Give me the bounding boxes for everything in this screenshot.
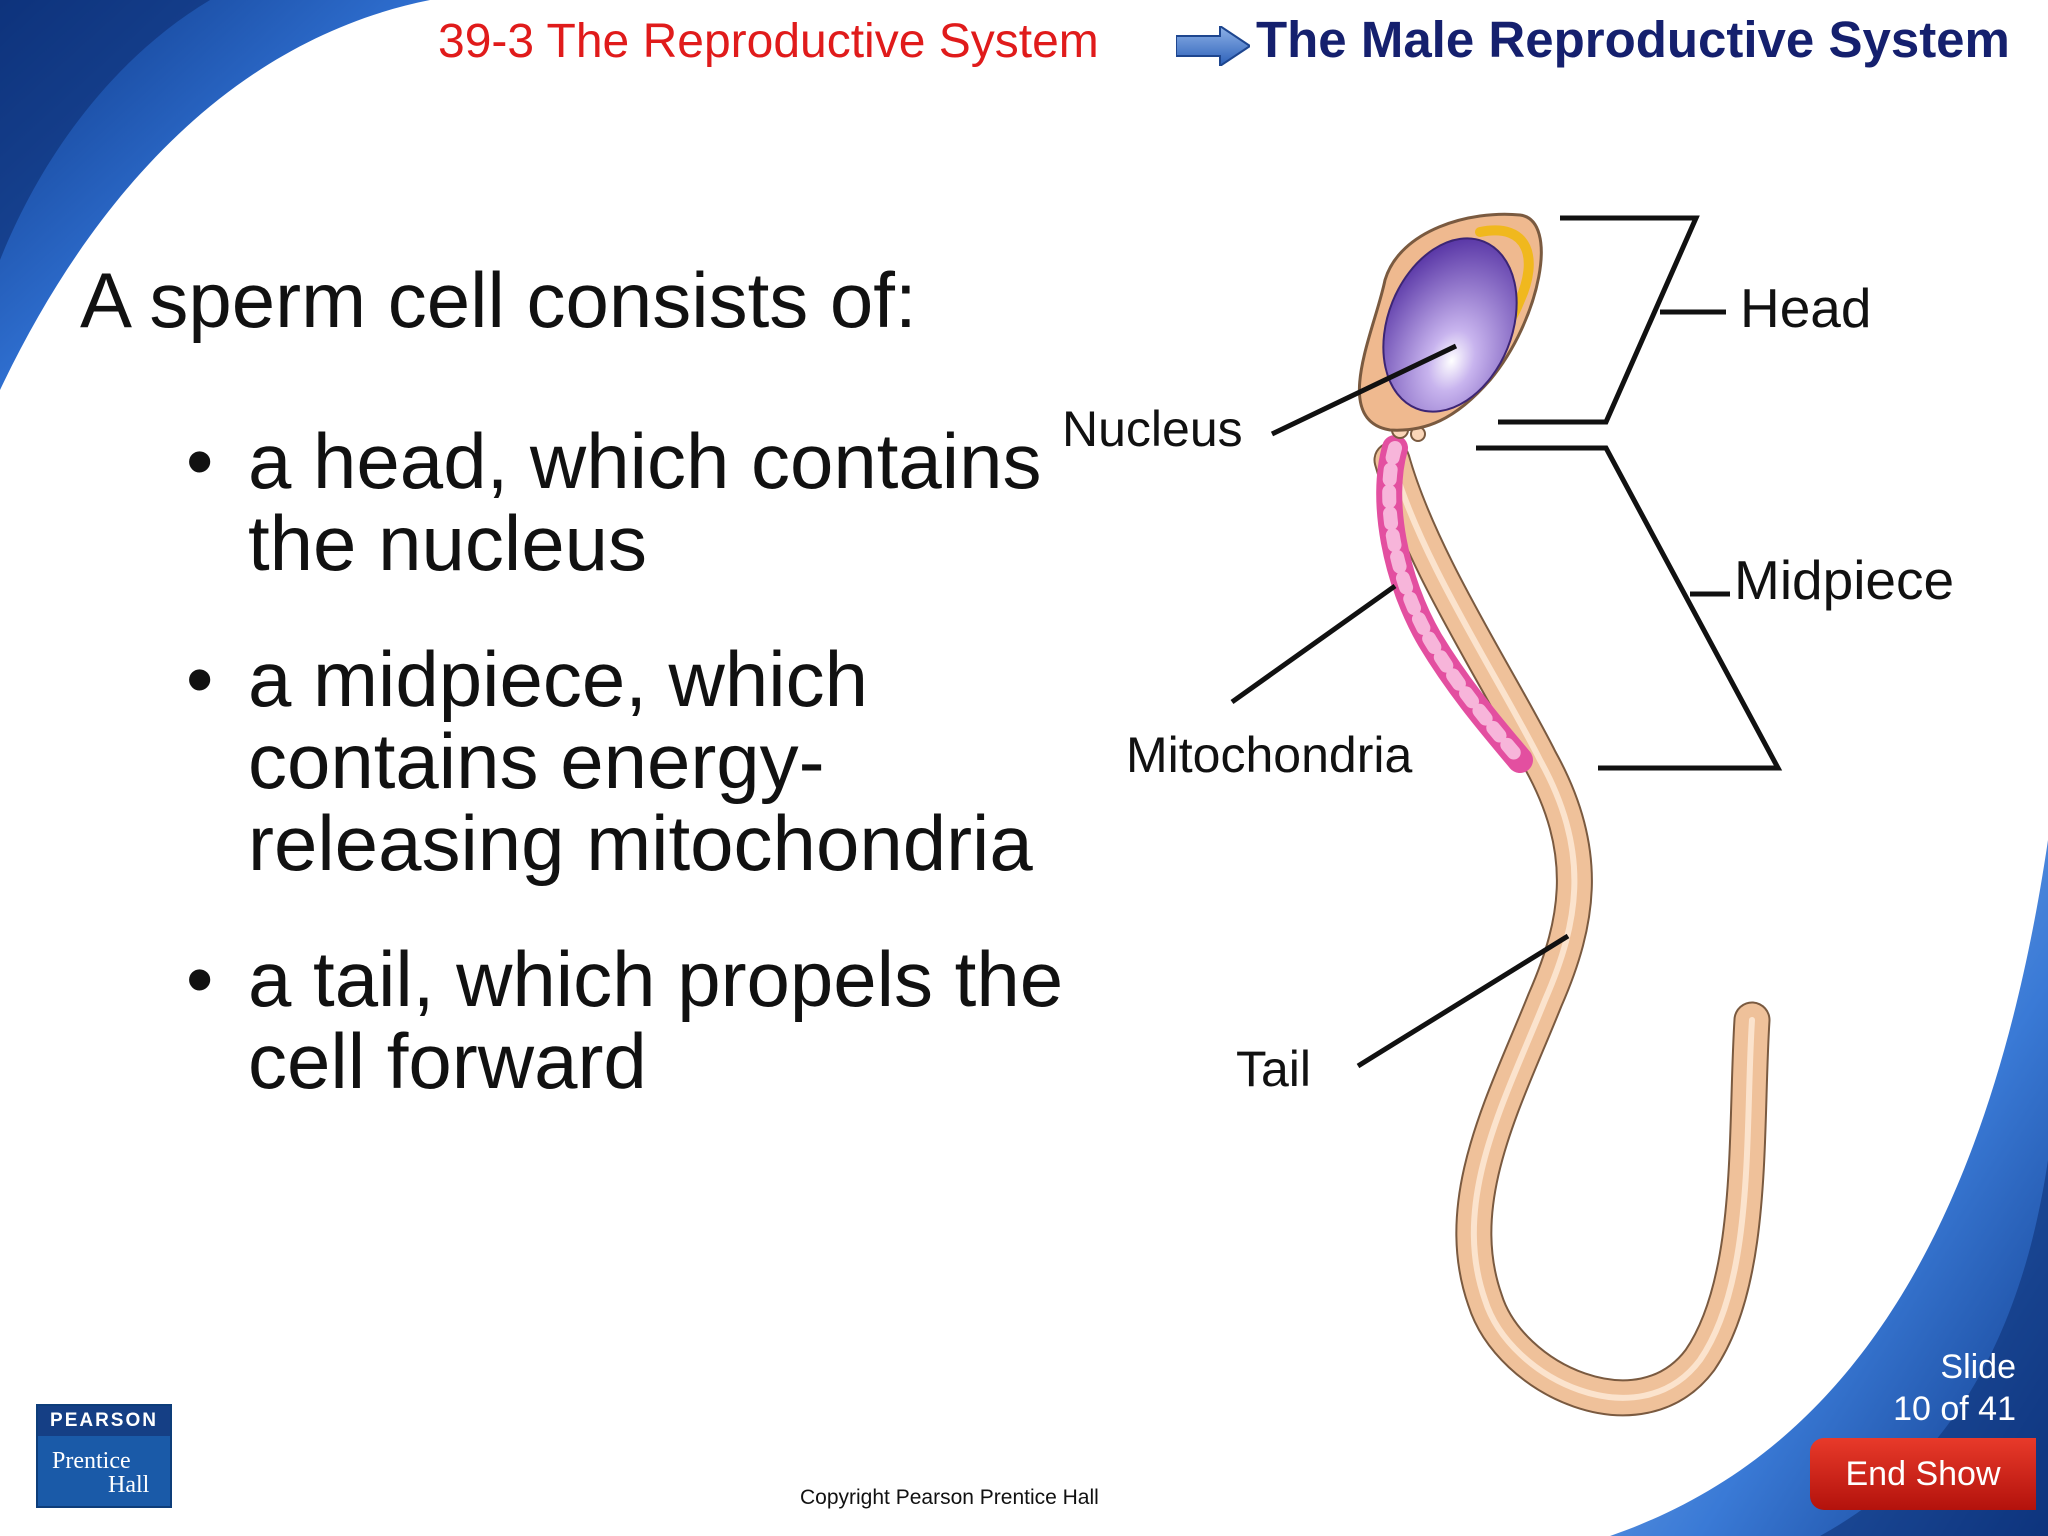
right-arrow-icon [1176, 26, 1250, 66]
logo-brand: PEARSON [38, 1406, 170, 1436]
tail-label: Tail [1236, 1041, 1312, 1097]
bullet-list: • a head, which contains the nucleus • a… [186, 420, 1078, 1156]
chapter-title: The Male Reproductive System [1256, 11, 2010, 68]
head-bracket [1498, 215, 1700, 425]
bullet-text: a midpiece, which contains energy-releas… [248, 635, 1033, 887]
sperm-tail [1373, 441, 1771, 1417]
bullet-symbol: • [186, 635, 214, 723]
slide-counter: Slide 10 of 41 [1893, 1346, 2016, 1430]
slide-word: Slide [1940, 1348, 2016, 1386]
bullet-item-midpiece: • a midpiece, which contains energy-rele… [186, 638, 1078, 884]
nucleus-label: Nucleus [1062, 401, 1243, 457]
slide-position: 10 of 41 [1893, 1390, 2016, 1428]
bullet-symbol: • [186, 417, 214, 505]
bullet-text: a tail, which propels the cell forward [248, 935, 1064, 1105]
mitochondria-label: Mitochondria [1126, 727, 1413, 783]
head-label: Head [1740, 277, 1872, 339]
midpiece-label: Midpiece [1734, 549, 1955, 611]
bullet-symbol: • [186, 935, 214, 1023]
nucleus-leader-line [1270, 343, 1458, 437]
mitochondria-leader-line [1230, 583, 1397, 705]
section-title: 39-3 The Reproductive System [438, 15, 1099, 68]
sperm-head [1357, 212, 1543, 432]
bullet-text: a head, which contains the nucleus [248, 417, 1042, 587]
logo-line-prentice: Prentice [52, 1448, 131, 1474]
bullet-item-head: • a head, which contains the nucleus [186, 420, 1078, 584]
intro-heading: A sperm cell consists of: [80, 256, 917, 344]
logo-line-hall: Hall [108, 1472, 150, 1498]
tail-leader-line [1356, 933, 1570, 1069]
pearson-logo: PEARSON Prentice Hall [36, 1404, 172, 1508]
sperm-midpiece [1376, 421, 1533, 773]
copyright-notice: Copyright Pearson Prentice Hall [800, 1486, 1099, 1509]
end-show-button[interactable]: End Show [1810, 1438, 2036, 1510]
leader-lines [1230, 215, 1783, 1069]
bullet-item-tail: • a tail, which propels the cell forward [186, 938, 1078, 1102]
midpiece-bracket [1476, 445, 1783, 771]
